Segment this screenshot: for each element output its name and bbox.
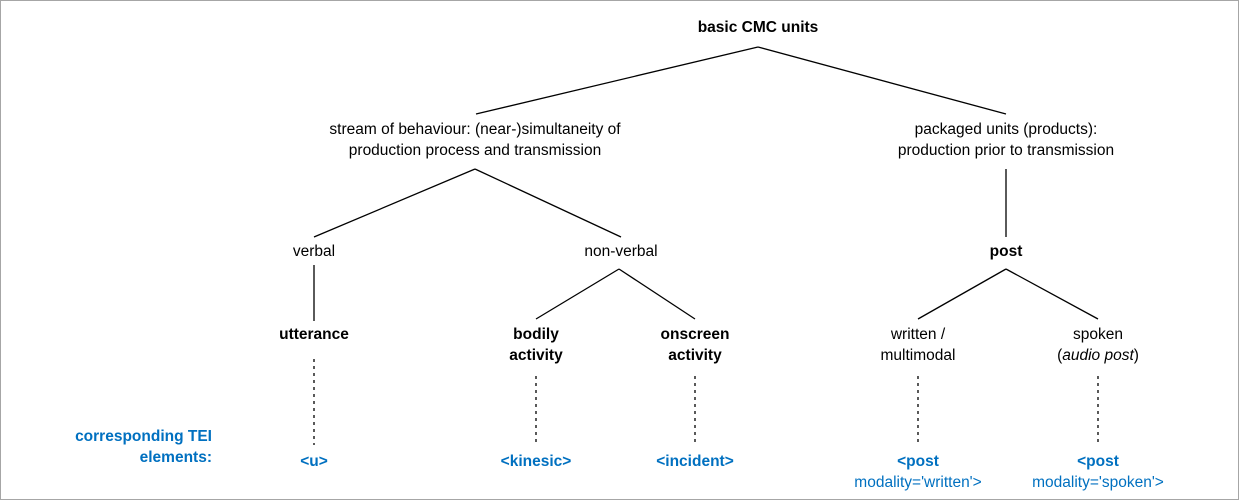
tei-caption-line2: elements: <box>139 448 212 466</box>
node-bodily-activity: bodily activity <box>509 325 562 366</box>
node-bodily-activity-line1: bodily <box>513 326 559 343</box>
node-written-multimodal-line2: multimodal <box>880 346 956 364</box>
edge-nonverbal-to-onscreen <box>618 268 696 320</box>
paren-open: ( <box>1057 346 1063 364</box>
edge-nonverbal-to-bodily <box>535 268 620 320</box>
node-stream-of-behaviour-line1: stream of behaviour: (near-)simultaneity… <box>329 121 621 138</box>
tei-caption: corresponding TEI elements: <box>75 427 212 468</box>
edge-post-to-spoken <box>1005 268 1099 320</box>
audio-post-italic: audio post <box>1062 346 1134 364</box>
tei-element-incident: <incident> <box>656 453 734 470</box>
node-stream-of-behaviour-line2: production process and transmission <box>348 141 602 159</box>
tei-element-post-written: <post modality='written'> <box>854 452 981 493</box>
node-onscreen-activity-line2: activity <box>668 346 722 364</box>
node-spoken-audio-post: spoken (audio post) <box>1057 325 1139 366</box>
node-post: post <box>989 243 1023 260</box>
tei-element-post-written-line2: modality='written'> <box>854 473 982 491</box>
tei-element-post-spoken: <post modality='spoken'> <box>1032 452 1164 493</box>
tei-element-post-written-line1: <post <box>897 453 939 470</box>
node-spoken-audio-post-line1: spoken <box>1073 326 1123 343</box>
node-written-multimodal-line1: written / <box>890 326 946 343</box>
node-root: basic CMC units <box>697 19 819 36</box>
tei-caption-line1: corresponding TEI <box>75 428 212 445</box>
tei-element-u: <u> <box>300 453 328 470</box>
node-packaged-units: packaged units (products): production pr… <box>898 120 1114 161</box>
node-written-multimodal: written / multimodal <box>881 325 956 366</box>
node-stream-of-behaviour: stream of behaviour: (near-)simultaneity… <box>329 120 620 161</box>
edge-stream-to-verbal <box>313 168 476 238</box>
node-spoken-audio-post-line2: (audio post) <box>1057 346 1139 367</box>
node-bodily-activity-line2: activity <box>509 346 563 364</box>
edge-root-to-packaged <box>757 46 1007 115</box>
node-packaged-units-line1: packaged units (products): <box>914 121 1098 138</box>
node-non-verbal: non-verbal <box>584 243 658 260</box>
tei-element-post-spoken-line2: modality='spoken'> <box>1032 473 1164 491</box>
node-utterance: utterance <box>279 326 349 343</box>
edge-root-to-stream <box>475 46 759 115</box>
tei-element-post-spoken-line1: <post <box>1077 453 1119 470</box>
tei-element-kinesic: <kinesic> <box>500 453 572 470</box>
node-onscreen-activity-line1: onscreen <box>660 326 730 343</box>
edge-post-to-written <box>917 268 1007 320</box>
node-onscreen-activity: onscreen activity <box>661 325 730 366</box>
node-packaged-units-line2: production prior to transmission <box>897 141 1115 159</box>
node-verbal: verbal <box>292 243 336 260</box>
paren-close: ) <box>1133 346 1139 364</box>
edge-stream-to-nonverbal <box>474 168 622 238</box>
